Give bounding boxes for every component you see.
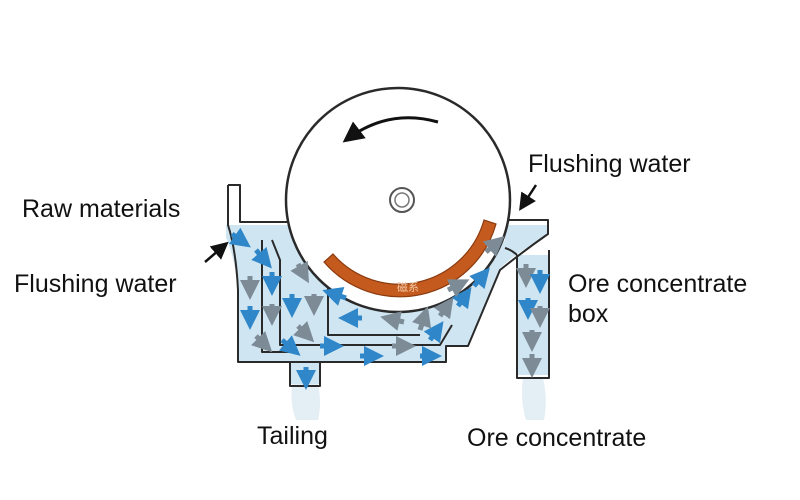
drum-axle-inner — [394, 192, 410, 208]
label-raw-materials: Raw materials — [22, 195, 181, 223]
flow-arrow-icon — [251, 246, 272, 269]
flow-arrows — [228, 227, 550, 390]
label-tailing: Tailing — [257, 422, 328, 450]
flow-arrow-icon — [446, 279, 470, 298]
flow-arrow-icon — [412, 306, 432, 331]
label-ore-concentrate: Ore concentrate — [467, 424, 647, 452]
flow-arrow-icon — [482, 236, 505, 257]
concentrate-stream — [522, 378, 546, 420]
flow-arrow-icon — [423, 321, 444, 344]
tailing-stream — [291, 384, 320, 420]
pointer-arrow-icon — [519, 184, 538, 211]
flow-arrow-icon — [293, 321, 315, 343]
flow-arrow-icon — [322, 286, 347, 306]
pointer-arrow-icon — [204, 241, 229, 263]
flow-arrow-icon — [469, 267, 490, 290]
magnet-label: 磁系 — [397, 281, 419, 294]
flow-arrow-icon — [433, 297, 454, 320]
flow-arrow-icon — [278, 335, 301, 356]
label-flushing-water-left: Flushing water — [14, 270, 177, 298]
curved-arrow-icon — [342, 116, 439, 143]
label-flushing-water-right: Flushing water — [528, 150, 691, 178]
flow-arrow-icon — [228, 227, 251, 248]
label-ore-concentrate-box: Ore concentrate — [568, 270, 748, 298]
flow-arrow-icon — [290, 260, 309, 284]
flow-arrow-icon — [380, 311, 405, 331]
magnet-system — [323, 219, 497, 298]
flow-arrow-icon — [251, 331, 273, 353]
label-ore-concentrate-box-line2: box — [568, 300, 609, 328]
